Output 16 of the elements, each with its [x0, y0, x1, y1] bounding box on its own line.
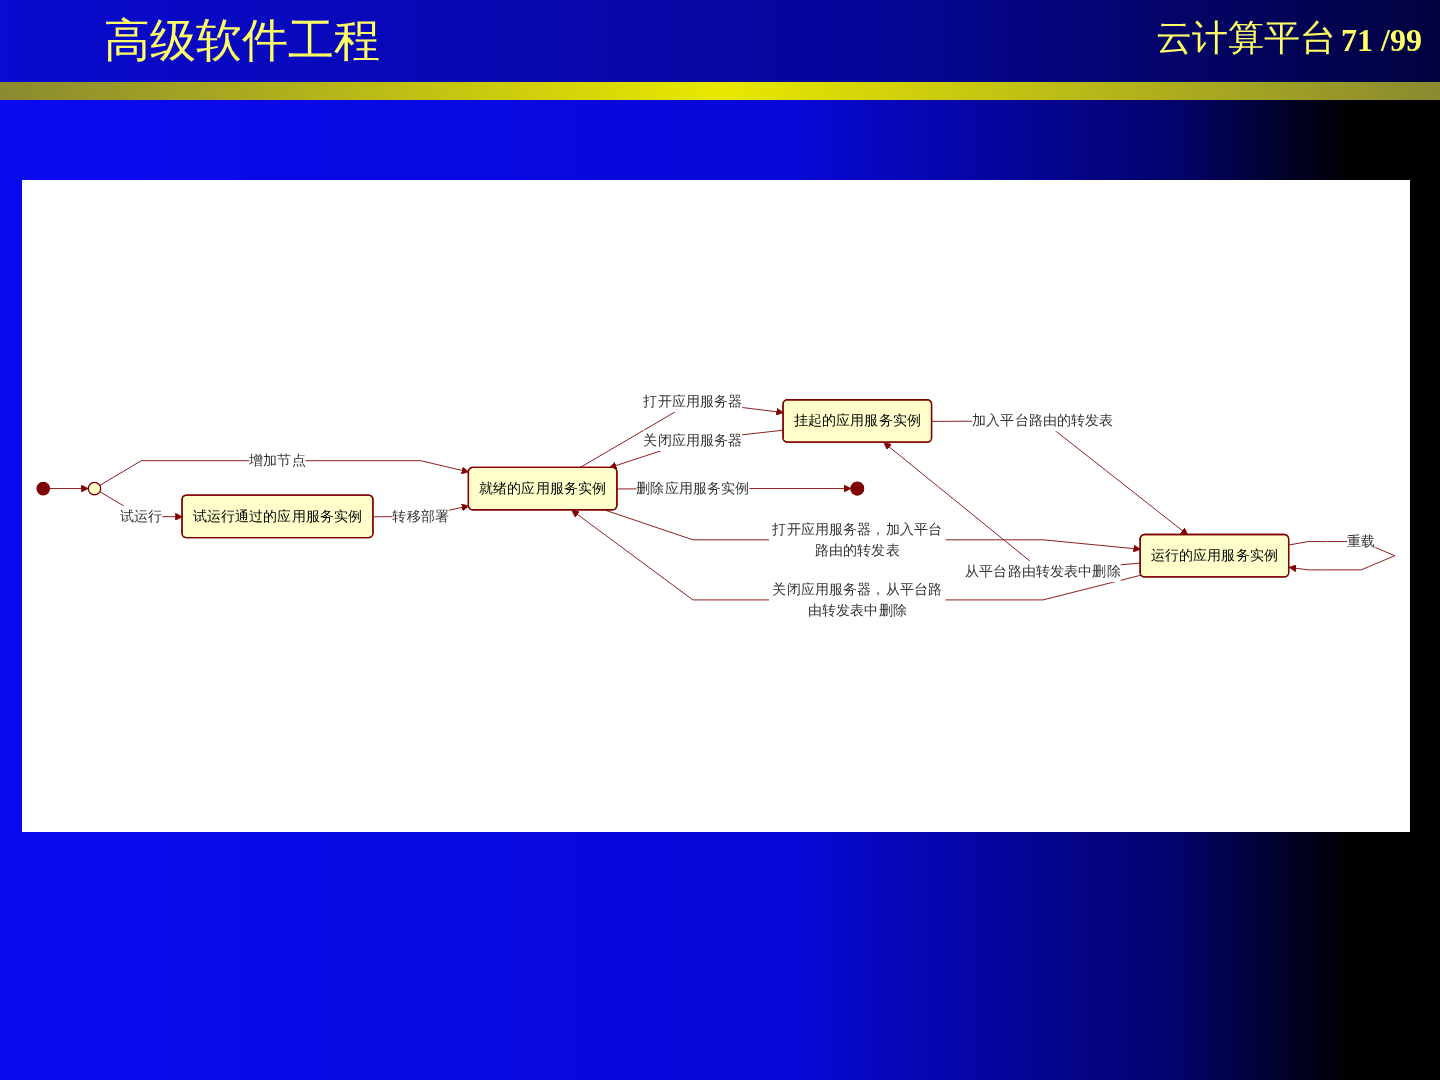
edge-label: 重载 [1347, 532, 1376, 550]
edge-label: 关闭应用服务器，从平台路由转发表中删除 [772, 580, 943, 619]
node-circle [87, 481, 102, 496]
edge-label: 试运行 [120, 507, 163, 525]
slide-title: 高级软件工程 [104, 12, 380, 68]
edge-label: 从平台路由转发表中删除 [965, 562, 1121, 580]
edge-label: 增加节点 [249, 451, 306, 469]
edge-label: 加入平台路由的转发表 [972, 412, 1114, 429]
edge-label: 打开应用服务器 [643, 392, 743, 410]
page-number: 71 /99 [1341, 21, 1422, 60]
edge-label: 打开应用服务器，加入平台路由的转发表 [772, 520, 943, 559]
edge-label: 转移部署 [392, 507, 449, 525]
edge-label: 删除应用服务实例 [636, 479, 750, 497]
node-circle [36, 481, 51, 496]
edge-label: 关闭应用服务器 [643, 431, 743, 449]
section-title: 云计算平台 [1156, 16, 1336, 60]
